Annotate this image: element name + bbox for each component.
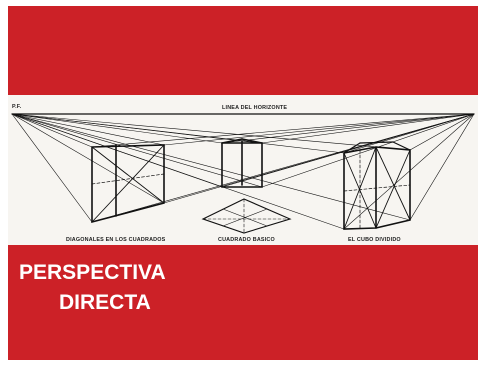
caption-left: DIAGONALES EN LOS CUADRADOS bbox=[66, 237, 166, 243]
vanishing-point-label: P.F. bbox=[12, 104, 22, 110]
perspective-illustration: P.F. LINEA DEL HORIZONTE DIAGONALES EN L… bbox=[11, 104, 475, 243]
caption-right: EL CUBO DIVIDIDO bbox=[348, 237, 401, 243]
basic-square bbox=[201, 198, 292, 234]
slide-title-line-2: DIRECTA bbox=[59, 291, 151, 314]
caption-center: CUADRADO BASICO bbox=[218, 237, 275, 243]
left-cube bbox=[91, 144, 165, 224]
left-vanishing-rays bbox=[11, 113, 411, 230]
center-cube bbox=[221, 138, 263, 188]
perspective-drawing: P.F. LINEA DEL HORIZONTE DIAGONALES EN L… bbox=[8, 95, 478, 245]
right-vanishing-rays bbox=[91, 113, 475, 230]
horizon-label: LINEA DEL HORIZONTE bbox=[222, 105, 287, 111]
right-cube bbox=[343, 141, 411, 230]
slide-title-line-1: PERSPECTIVA bbox=[19, 261, 166, 284]
